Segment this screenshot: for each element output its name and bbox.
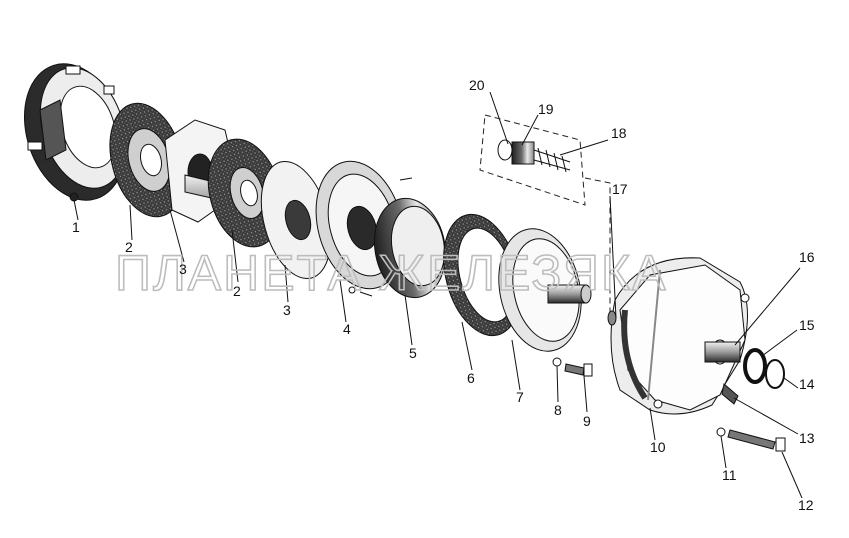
callout-12: 12: [798, 497, 814, 513]
callout-16: 16: [799, 249, 815, 265]
part-14-snap-ring: [765, 359, 785, 389]
part-15-seal: [743, 348, 767, 384]
leader-lines: [73, 91, 803, 499]
callout-14: 14: [799, 376, 815, 392]
callout-13: 13: [799, 430, 815, 446]
callout-2b: 2: [233, 283, 241, 299]
part-13-fitting: [721, 383, 739, 405]
part-2-friction-disc: [109, 102, 185, 218]
part-7-flange: [498, 228, 592, 352]
part-12-bolt: [727, 429, 786, 452]
callout-4: 4: [343, 321, 351, 337]
part-11-washer: [716, 427, 726, 437]
callout-labels: 1 2 3 2 3 4 5 6 7 8 9 10 11 12 13 14 15 …: [72, 77, 815, 513]
callout-6: 6: [467, 370, 475, 386]
watermark-text: ПЛАНЕТА ЖЕЛЕЗЯКА: [115, 245, 667, 301]
callout-15: 15: [799, 317, 815, 333]
valve-group: [479, 114, 617, 326]
part-16-shaft: [704, 341, 741, 363]
callout-1: 1: [72, 219, 80, 235]
part-10-housing: [610, 257, 750, 415]
callout-3b: 3: [283, 302, 291, 318]
part-9-bolt: [564, 363, 593, 377]
callout-19: 19: [538, 101, 554, 117]
callout-2a: 2: [125, 239, 133, 255]
callout-9: 9: [583, 413, 591, 429]
callout-3a: 3: [179, 261, 187, 277]
part-5-cover: [373, 197, 447, 299]
callout-8: 8: [554, 402, 562, 418]
callout-10: 10: [650, 439, 666, 455]
part-8-washer: [552, 357, 562, 367]
callout-5: 5: [409, 345, 417, 361]
part-6-gasket: [443, 213, 521, 337]
callout-18: 18: [611, 125, 627, 141]
callout-7: 7: [516, 389, 524, 405]
callout-11: 11: [722, 467, 737, 483]
callout-17: 17: [612, 181, 628, 197]
callout-20: 20: [469, 77, 485, 93]
